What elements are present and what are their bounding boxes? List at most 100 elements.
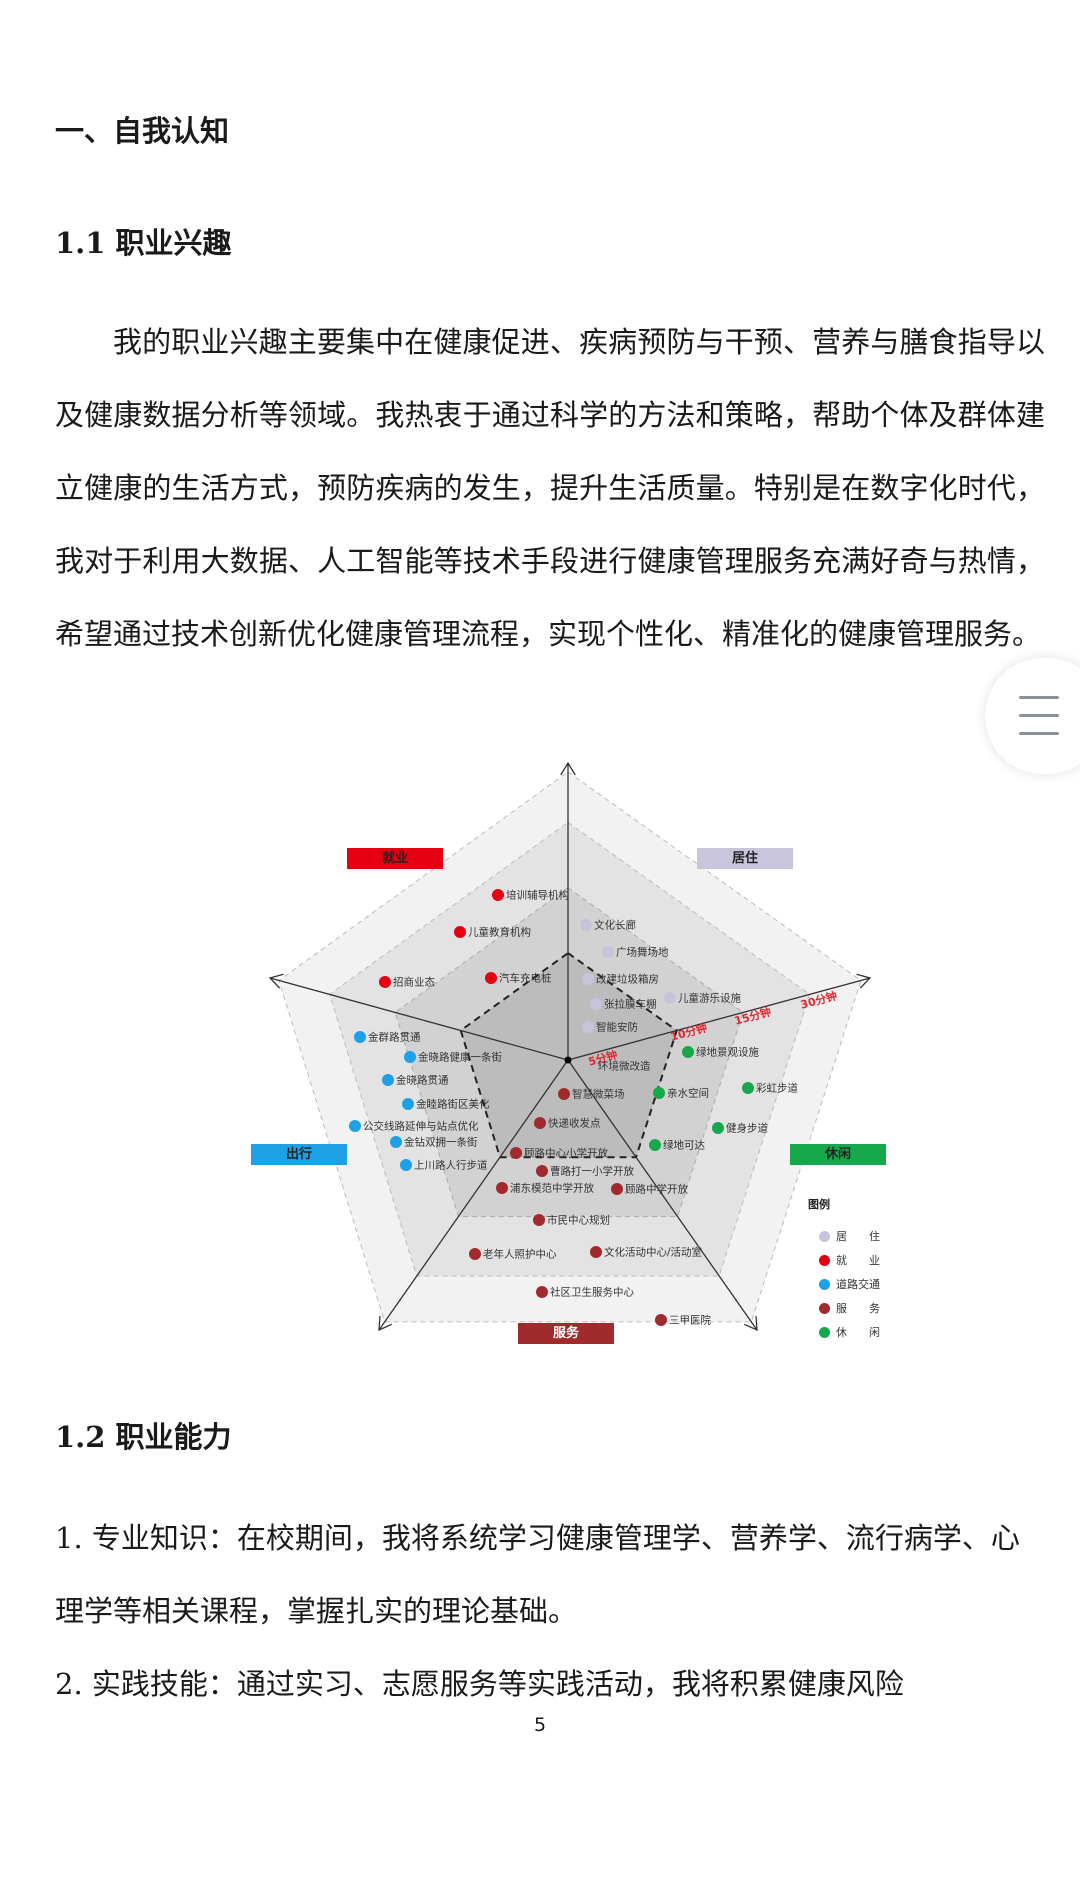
legend-dot-service <box>819 1303 830 1314</box>
category-service: 服务 <box>518 1323 614 1344</box>
leisure-point-label: 健身步道 <box>726 1122 768 1135</box>
service-point <box>534 1117 546 1129</box>
diagram-rings <box>268 761 872 1332</box>
living-point-label: 张拉膜车棚 <box>604 998 657 1011</box>
legend-label-employment: 就 业 <box>836 1254 880 1267</box>
legend-label-service: 服 务 <box>836 1302 880 1315</box>
employment-point-label: 儿童教育机构 <box>468 926 531 939</box>
arrow-head-icon <box>856 973 872 989</box>
travel-point <box>354 1031 366 1043</box>
living-point <box>580 919 592 931</box>
arrow-head-icon <box>560 761 576 776</box>
service-point <box>655 1314 667 1326</box>
leisure-point <box>682 1046 694 1058</box>
service-point <box>536 1165 548 1177</box>
menu-button[interactable] <box>985 658 1080 774</box>
service-point-label: 社区卫生服务中心 <box>550 1286 634 1299</box>
interest-paragraph: 我的职业兴趣主要集中在健康促进、疾病预防与干预、营养与膳食指导以及健康数据分析等… <box>55 325 1045 651</box>
service-point <box>611 1183 623 1195</box>
service-point <box>469 1248 481 1260</box>
service-point-label: 市民中心规划 <box>547 1214 610 1227</box>
living-point <box>582 1021 594 1033</box>
service-point-label: 快递收发点 <box>548 1117 601 1130</box>
living-point-label: 儿童游乐设施 <box>678 992 741 1005</box>
travel-point-label: 公交线路延伸与站点优化 <box>363 1120 479 1133</box>
living-point-label: 广场舞场地 <box>616 946 669 959</box>
legend-label-living: 居 住 <box>836 1230 880 1243</box>
travel-point-label: 上川路人行步道 <box>414 1159 488 1172</box>
travel-point <box>349 1120 361 1132</box>
travel-point <box>390 1136 402 1148</box>
living-point <box>590 998 602 1010</box>
list-item: 1. 专业知识：在校期间，我将系统学习健康管理学、营养学、流行病学、心理学等相关… <box>55 1521 1020 1628</box>
service-point-label: 顾路中学开放 <box>625 1183 688 1196</box>
category-travel: 出行 <box>251 1144 347 1165</box>
employment-point-label: 培训辅导机构 <box>506 889 569 902</box>
arrow-head-icon <box>268 973 284 989</box>
service-point <box>533 1214 545 1226</box>
axis-line <box>567 977 871 1061</box>
travel-point <box>404 1051 416 1063</box>
leisure-point-label: 绿地可达 <box>663 1139 705 1152</box>
legend-dot-travel <box>819 1279 830 1290</box>
service-point <box>496 1182 508 1194</box>
travel-point <box>400 1159 412 1171</box>
leisure-point-label: 亲水空间 <box>667 1087 709 1100</box>
leisure-point <box>712 1122 724 1134</box>
leisure-point-label: 彩虹步道 <box>756 1082 798 1095</box>
legend-dot-employment <box>819 1255 830 1266</box>
travel-point-label: 金钻双拥一条街 <box>404 1136 478 1149</box>
employment-point-label: 招商业态 <box>393 976 435 989</box>
employment-point <box>379 976 391 988</box>
legend-label-travel: 道路交通 <box>836 1278 880 1291</box>
service-point-label: 文化活动中心/活动室 <box>604 1246 703 1259</box>
service-point-label: 老年人照护中心 <box>483 1248 557 1261</box>
employment-point <box>485 972 497 984</box>
living-point-label: 环境微改造 <box>598 1060 651 1073</box>
legend-title: 图例 <box>808 1198 830 1211</box>
travel-point <box>402 1098 414 1110</box>
leisure-point <box>653 1087 665 1099</box>
axis-line <box>567 1059 758 1331</box>
living-point-label: 智能安防 <box>596 1021 638 1034</box>
service-point-label: 智慧微菜场 <box>572 1088 625 1101</box>
legend-dot-living <box>819 1231 830 1242</box>
category-living: 居住 <box>697 848 793 869</box>
center-point <box>564 1056 572 1064</box>
arrow-head-icon <box>743 1315 758 1332</box>
service-point-label: 曹路打一小学开放 <box>550 1165 634 1178</box>
employment-point <box>492 889 504 901</box>
living-point <box>664 992 676 1004</box>
leisure-point <box>742 1082 754 1094</box>
axis-line <box>378 1059 569 1331</box>
travel-point-label: 金晓路健康一条街 <box>418 1051 502 1064</box>
travel-point-label: 金睦路街区美化 <box>416 1098 490 1111</box>
living-point-label: 改建垃圾箱房 <box>596 973 659 986</box>
travel-point-label: 金晓路贯通 <box>396 1074 449 1087</box>
service-point <box>558 1088 570 1100</box>
living-point-label: 文化长廊 <box>594 919 636 932</box>
page-number: 5 <box>533 1714 547 1736</box>
subsection-heading-ability: 1.2 职业能力 <box>55 1420 232 1454</box>
leisure-point <box>649 1139 661 1151</box>
subsection-heading-interest: 1.1 职业兴趣 <box>55 226 232 260</box>
employment-point-label: 汽车充电桩 <box>499 972 552 985</box>
radar-diagram: 就业 居住 出行 休闲 服务 5分钟 10分钟 15分钟 30分钟 培训辅导机构… <box>240 750 900 1360</box>
legend-dot-leisure <box>819 1327 830 1338</box>
section-heading: 一、自我认知 <box>55 114 230 148</box>
living-point <box>582 973 594 985</box>
category-employment: 就业 <box>347 848 443 869</box>
service-point-label: 浦东模范中学开放 <box>510 1182 594 1195</box>
arrow-head-icon <box>378 1315 393 1332</box>
legend-label-leisure: 休 闲 <box>836 1326 880 1339</box>
service-point-label: 顾路中心小学开放 <box>524 1147 608 1160</box>
axis-line <box>269 977 569 1061</box>
employment-point <box>454 926 466 938</box>
living-point <box>602 946 614 958</box>
service-point <box>536 1286 548 1298</box>
leisure-point-label: 绿地景观设施 <box>696 1046 759 1059</box>
category-leisure: 休闲 <box>790 1144 886 1165</box>
travel-point-label: 金群路贯通 <box>368 1031 421 1044</box>
service-point <box>590 1246 602 1258</box>
service-point-label: 三甲医院 <box>669 1314 711 1327</box>
